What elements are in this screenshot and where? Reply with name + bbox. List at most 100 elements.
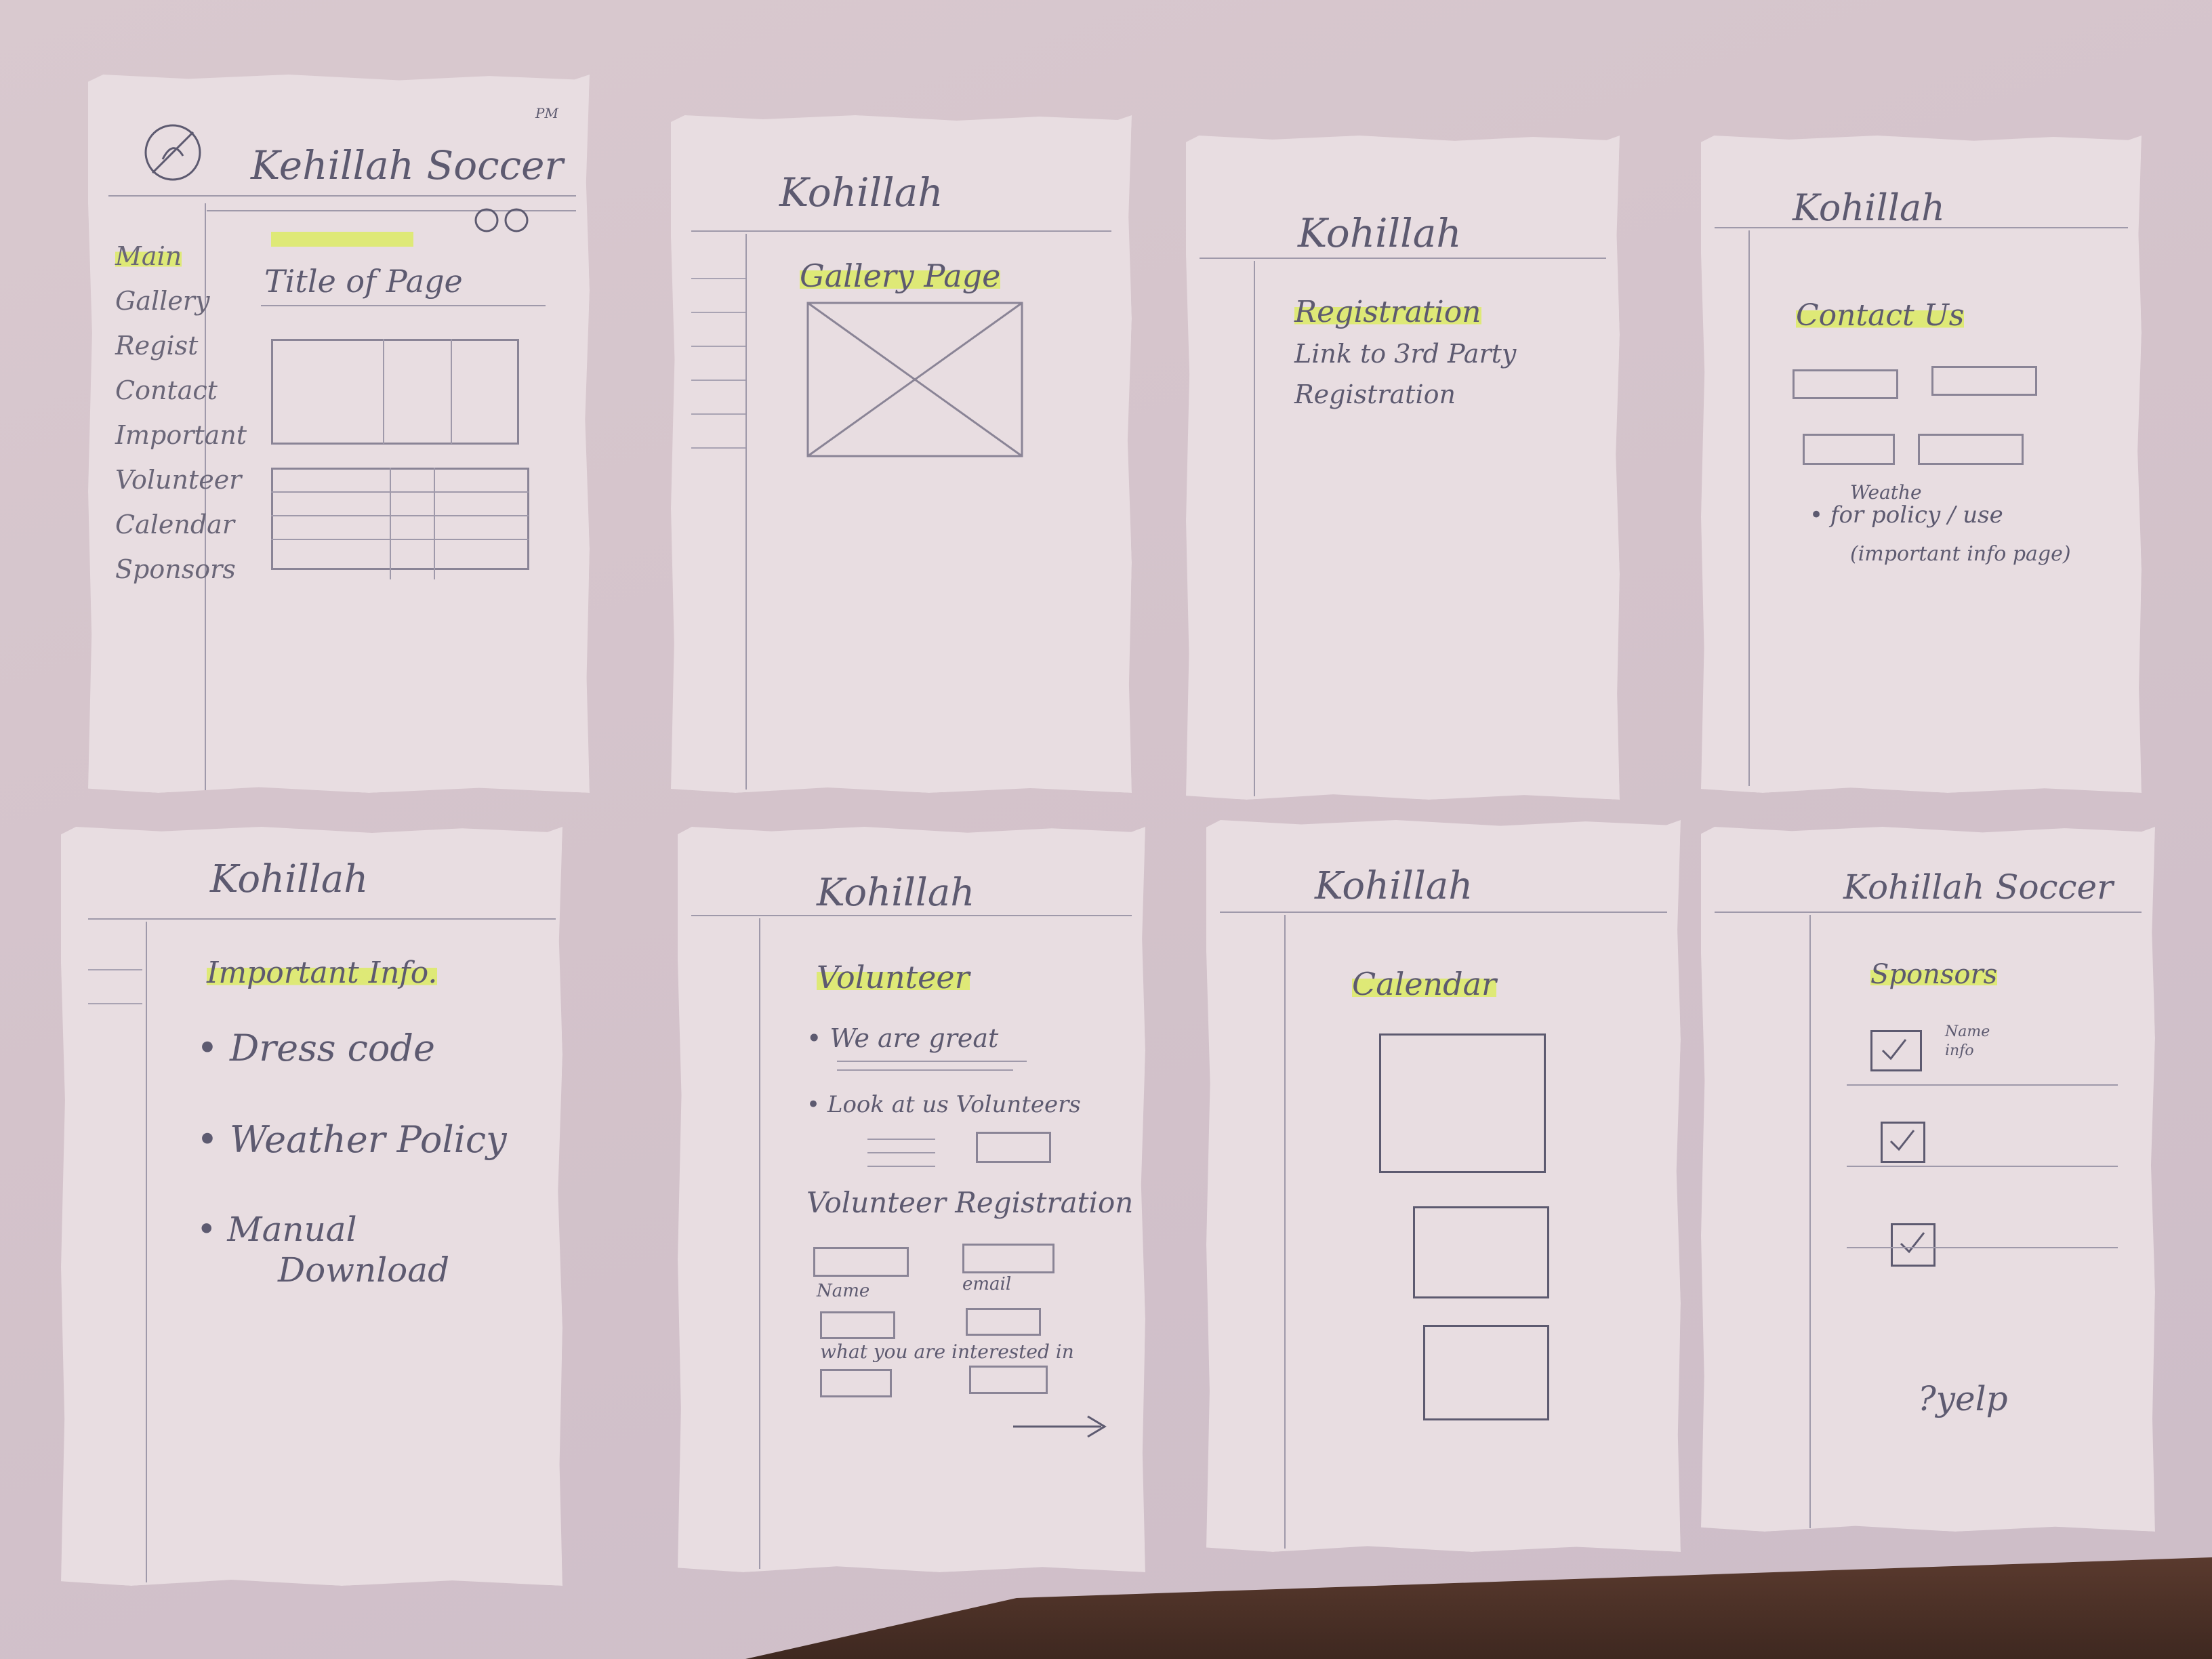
sheet-important: Kohillah Important Info. • Dress code • … xyxy=(61,827,562,1586)
name-input[interactable] xyxy=(813,1247,909,1277)
sponsor-info-label: info xyxy=(1945,1042,1974,1059)
main-header: Kehillah Soccer xyxy=(251,142,564,188)
checkmark-icon xyxy=(1889,1130,1915,1151)
email-input[interactable] xyxy=(962,1244,1054,1273)
important-item-dress-code[interactable]: • Dress code xyxy=(197,1027,435,1069)
text-stub xyxy=(867,1166,935,1167)
interest-input-2[interactable] xyxy=(969,1366,1048,1394)
sheet-contact: Kohillah Contact Us Weathe • for policy … xyxy=(1701,136,2142,793)
nav-item-contact[interactable]: Contact xyxy=(115,375,218,405)
calendar-event-box-1[interactable] xyxy=(1379,1033,1546,1173)
text-stub xyxy=(867,1139,935,1140)
contact-input-3[interactable] xyxy=(1803,434,1895,465)
sponsor-row-line-1 xyxy=(1847,1084,2118,1086)
calendar-event-box-3[interactable] xyxy=(1423,1325,1549,1420)
title-underline xyxy=(261,305,546,306)
sponsor-logo-2[interactable] xyxy=(1881,1122,1925,1163)
contact-input-4[interactable] xyxy=(1918,434,2024,465)
sheet-gallery: Kohillah Gallery Page xyxy=(671,115,1132,793)
table-1-col xyxy=(383,339,384,444)
sidebar-nav: Main Gallery Regist Contact Important Vo… xyxy=(115,234,247,592)
calendar-event-box-2[interactable] xyxy=(1413,1206,1549,1298)
contact-title: Contact Us xyxy=(1796,298,1965,333)
sidebar-stub xyxy=(691,413,745,415)
next-arrow-icon[interactable] xyxy=(1010,1410,1111,1443)
nav-item-important[interactable]: Important xyxy=(115,420,247,450)
logo-sketch-icon xyxy=(144,124,201,181)
settings-icon xyxy=(504,208,529,232)
contact-note-top: Weathe xyxy=(1850,481,1922,504)
bullet-1-underline xyxy=(837,1061,1027,1062)
sidebar-divider xyxy=(1809,915,1811,1528)
sidebar-divider xyxy=(146,922,147,1582)
volunteer-registration-heading: Volunteer Registration xyxy=(806,1186,1134,1219)
sponsors-title: Sponsors xyxy=(1870,959,1998,990)
nav-item-registration[interactable]: Regist xyxy=(115,331,199,361)
calendar-header: Kohillah xyxy=(1315,864,1473,908)
important-title: Important Info. xyxy=(207,956,438,990)
volunteer-photo-placeholder xyxy=(976,1132,1051,1163)
sheet-sponsors: Kohillah Soccer Sponsors Name info ?yelp xyxy=(1701,827,2155,1532)
nav-item-calendar[interactable]: Calendar xyxy=(115,510,234,539)
calendar-title: Calendar xyxy=(1352,966,1497,1002)
field-input-3[interactable] xyxy=(820,1311,895,1339)
contact-input-2[interactable] xyxy=(1931,366,2037,396)
text-stub xyxy=(867,1152,935,1153)
nav-item-main[interactable]: Main xyxy=(115,241,182,271)
header-line xyxy=(1200,258,1606,259)
sidebar-stub xyxy=(691,380,745,381)
sidebar-divider xyxy=(1284,915,1286,1549)
header-line xyxy=(1715,912,2142,913)
important-item-weather[interactable]: • Weather Policy xyxy=(197,1118,507,1161)
checkmark-icon xyxy=(1881,1039,1907,1061)
corner-mark: PM xyxy=(535,105,558,121)
header-line xyxy=(691,915,1132,916)
important-header: Kohillah xyxy=(210,857,369,901)
sheet-calendar: Kohillah Calendar xyxy=(1206,820,1681,1552)
header-line xyxy=(1715,227,2128,228)
registration-title: Registration xyxy=(1294,295,1481,329)
contact-input-1[interactable] xyxy=(1793,369,1898,399)
sponsor-name-label: Name xyxy=(1945,1023,1990,1040)
registration-link-line1[interactable]: Link to 3rd Party xyxy=(1294,339,1517,369)
registration-link-line2[interactable]: Registration xyxy=(1294,380,1456,409)
important-item-download[interactable]: Download xyxy=(278,1250,450,1290)
sidebar-stub xyxy=(691,346,745,347)
interest-input-1[interactable] xyxy=(820,1369,892,1397)
checkmark-icon xyxy=(1900,1232,1925,1254)
contact-note-line1: • for policy / use xyxy=(1809,501,2003,529)
volunteer-bullet-2: • Look at us Volunteers xyxy=(806,1091,1081,1118)
field-input-4[interactable] xyxy=(966,1308,1041,1336)
header-line xyxy=(108,195,576,197)
sheet-volunteer: Kohillah Volunteer • We are great • Look… xyxy=(678,827,1145,1572)
sidebar-stub xyxy=(88,969,142,970)
sponsors-header: Kohillah Soccer xyxy=(1843,867,2114,907)
table-2-row xyxy=(271,491,529,493)
sidebar-stub xyxy=(88,1003,142,1004)
volunteer-title: Volunteer xyxy=(817,959,970,996)
content-table-2 xyxy=(271,468,529,570)
table-1-col-2 xyxy=(451,339,452,444)
sponsor-row-line-3 xyxy=(1847,1247,2118,1248)
header-line xyxy=(1220,912,1667,913)
account-icon xyxy=(474,208,499,232)
sheet-main: PM Kehillah Soccer Main Gallery Regist C… xyxy=(88,75,590,793)
nav-item-gallery[interactable]: Gallery xyxy=(115,286,210,316)
sponsor-logo-1[interactable] xyxy=(1870,1030,1922,1071)
contact-note-line2: (important info page) xyxy=(1850,542,2071,566)
table-2-row-2 xyxy=(271,515,529,516)
table-2-col xyxy=(390,468,391,579)
image-placeholder-icon xyxy=(806,302,1023,457)
volunteer-header: Kohillah xyxy=(817,871,975,915)
nav-item-sponsors[interactable]: Sponsors xyxy=(115,554,236,584)
sponsor-logo-3[interactable] xyxy=(1891,1223,1936,1267)
sponsor-row-line-2 xyxy=(1847,1166,2118,1167)
yelp-link[interactable]: ?yelp xyxy=(1918,1379,2008,1418)
table-2-row-3 xyxy=(271,539,529,540)
nav-item-volunteer[interactable]: Volunteer xyxy=(115,465,242,495)
sidebar-divider xyxy=(745,234,747,790)
email-label: email xyxy=(962,1274,1012,1294)
name-label: Name xyxy=(817,1281,870,1301)
sidebar-stub xyxy=(691,447,745,449)
important-item-manual[interactable]: • Manual xyxy=(197,1210,357,1249)
